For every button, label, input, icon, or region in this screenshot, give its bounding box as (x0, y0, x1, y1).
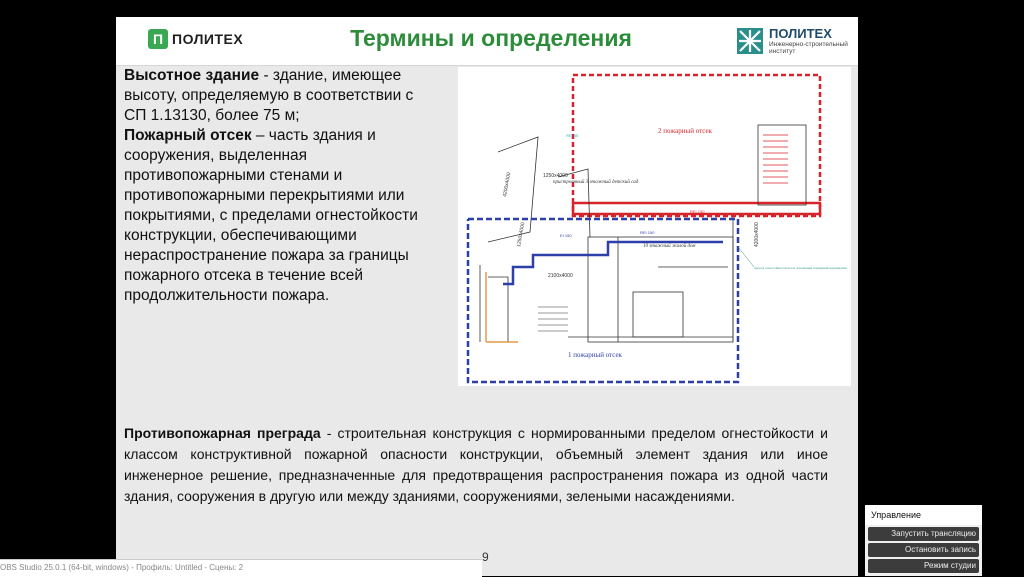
slide: П ПОЛИТЕХ Термины и определения ПОЛИТЕХ … (116, 17, 858, 576)
def-high-rise: - здание, имеющее высоту, определяемую в… (124, 67, 414, 124)
slide-header: П ПОЛИТЕХ Термины и определения ПОЛИТЕХ … (116, 17, 858, 66)
obs-taskbar[interactable]: OBS Studio 25.0.1 (64-bit, windows) - Пр… (0, 559, 482, 577)
stop-record-button[interactable]: Остановить запись (868, 543, 979, 557)
tag-rei150-red: REI 150 (690, 209, 705, 214)
control-panel-header: Управление (865, 505, 982, 525)
slide-title: Термины и определения (350, 25, 632, 51)
dim-1: 1250х4000 (543, 173, 568, 179)
label-built-kindergarten: пристроенный 3 этажный детский сад (553, 179, 639, 185)
def-fire-barrier: - строительная конструкция с нормированн… (124, 425, 829, 504)
logo-left-text: ПОЛИТЕХ (172, 31, 244, 47)
fire-barrier-definition: Противопожарная преграда - строительная … (124, 423, 828, 507)
logo-right-name: ПОЛИТЕХ (769, 26, 832, 41)
label-compartment-1: 1 пожарный отсек (568, 351, 623, 359)
page-number: 9 (482, 550, 489, 564)
logo-right: ПОЛИТЕХ Инженерно-строительный институт (736, 26, 849, 55)
dim-4: 2100х4000 (548, 273, 573, 279)
tag-rei45: REI 45 (566, 133, 579, 138)
term-fire-compartment: Пожарный отсек (124, 127, 252, 144)
label-compartment-2: 2 пожарный отсек (658, 127, 713, 135)
label-note: проезд огнестойкости вал и зональный пож… (754, 266, 847, 270)
tag-rei150-blue: REI 150 (640, 230, 655, 235)
dim-3: 1250х4000 (516, 222, 526, 248)
dim-5: 4200х4000 (754, 222, 760, 247)
tag-ei150: EI 150 (560, 233, 572, 238)
start-stream-button[interactable]: Запустить трансляцию (868, 527, 979, 541)
studio-mode-button[interactable]: Режим студии (868, 559, 979, 573)
fire-compartment-drawing: 2 пожарный отсек (458, 67, 851, 386)
definition-text: Высотное здание - здание, имеющее высоту… (124, 66, 424, 306)
taskbar-title: OBS Studio 25.0.1 (64-bit, windows) - Пр… (0, 563, 244, 572)
politech-logo-icon: П (148, 29, 168, 49)
term-fire-barrier: Противопожарная преграда (124, 425, 321, 441)
drawing-svg: 2 пожарный отсек (466, 73, 847, 384)
institute-logo-icon (737, 27, 763, 54)
control-panel: Управление Запустить трансляцию Останови… (865, 505, 982, 576)
def-fire-compartment: – часть здания и сооружения, выделенная … (124, 127, 418, 304)
logo-left: П ПОЛИТЕХ (148, 29, 243, 49)
logo-right-subtitle: Инженерно-строительный институт (769, 41, 848, 55)
dim-2: 4200х4000 (502, 172, 512, 198)
term-high-rise: Высотное здание (124, 67, 260, 84)
label-10-floor: 10 этажный жилой дом (643, 243, 696, 249)
